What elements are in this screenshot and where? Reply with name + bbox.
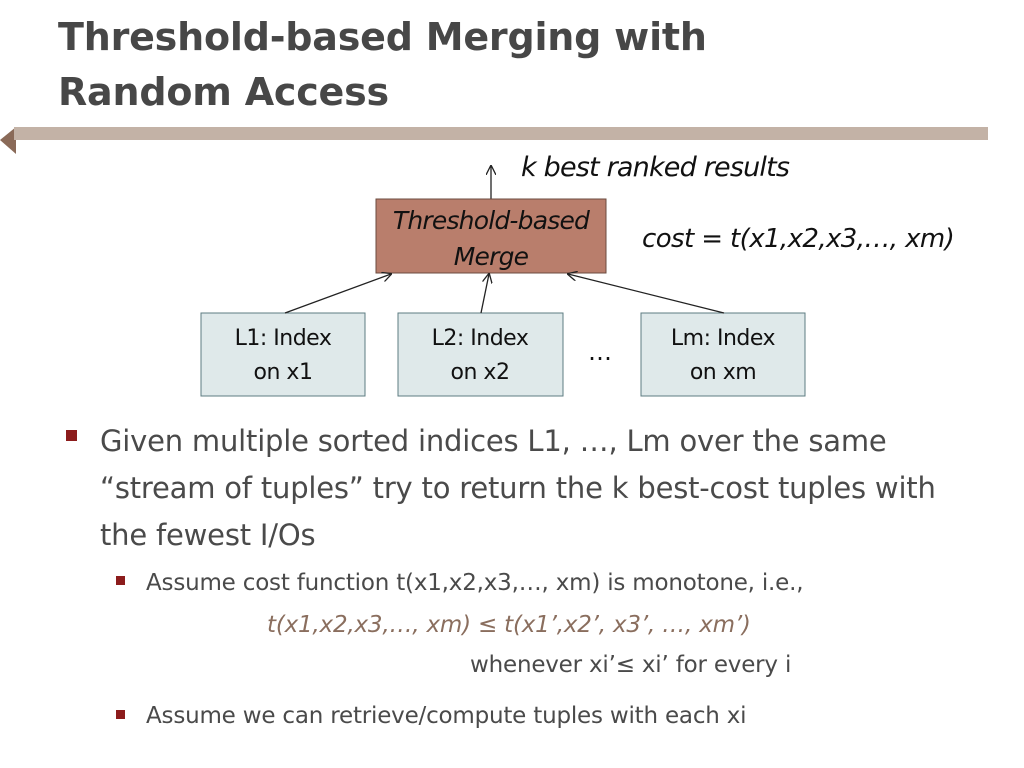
- index-ellipsis: …: [588, 338, 612, 366]
- arrow-index-1: [284, 274, 391, 314]
- merge-label-line-1: Threshold-based: [392, 206, 590, 235]
- index-box-m: [640, 312, 806, 397]
- index-label-m-line-1: Lm: Index: [670, 326, 776, 351]
- index-label-1: L1: Index on x1: [201, 322, 365, 390]
- bullet-square-icon: [66, 430, 77, 441]
- slide-title: Threshold-based Merging with Random Acce…: [58, 10, 958, 120]
- index-label-2-line-1: L2: Index: [431, 326, 529, 351]
- index-label-1-line-2: on x1: [253, 360, 313, 385]
- cost-label: cost = t(x1,x2,x3,…, xm): [642, 224, 955, 254]
- arrow-index-2: [480, 274, 489, 314]
- title-rule-cap: [0, 127, 16, 154]
- merge-label: Threshold-based Merge: [376, 203, 606, 275]
- index-label-m: Lm: Index on xm: [641, 322, 805, 390]
- sub-bullet-2-text: Assume we can retrieve/compute tuples wi…: [146, 703, 747, 729]
- index-label-m-line-2: on xm: [689, 360, 757, 385]
- index-box-1: [200, 312, 366, 397]
- sub-bullet-1-text: Assume cost function t(x1,x2,x3,…, xm) i…: [146, 570, 804, 596]
- index-label-2-line-2: on x2: [450, 360, 510, 385]
- sub-bullet-square-icon: [116, 576, 125, 585]
- merge-label-line-2: Merge: [453, 242, 529, 271]
- index-box-2: [397, 312, 564, 397]
- title-rule: [14, 127, 988, 140]
- index-label-1-line-1: L1: Index: [234, 326, 332, 351]
- merge-box: [375, 198, 607, 274]
- monotone-condition: whenever xi’≤ xi’ for every i: [470, 652, 792, 678]
- main-bullet-text: Given multiple sorted indices L1, …, Lm …: [100, 424, 936, 552]
- arrow-index-m: [568, 274, 725, 314]
- output-label: k best ranked results: [521, 152, 790, 183]
- sub-bullet-square-icon: [116, 710, 125, 719]
- title-line-2: Random Access: [58, 70, 389, 114]
- monotone-formula: t(x1,x2,x3,…, xm) ≤ t(x1’,x2’, x3’, …, x…: [267, 612, 751, 638]
- title-line-1: Threshold-based Merging with: [58, 15, 707, 59]
- index-label-2: L2: Index on x2: [398, 322, 562, 390]
